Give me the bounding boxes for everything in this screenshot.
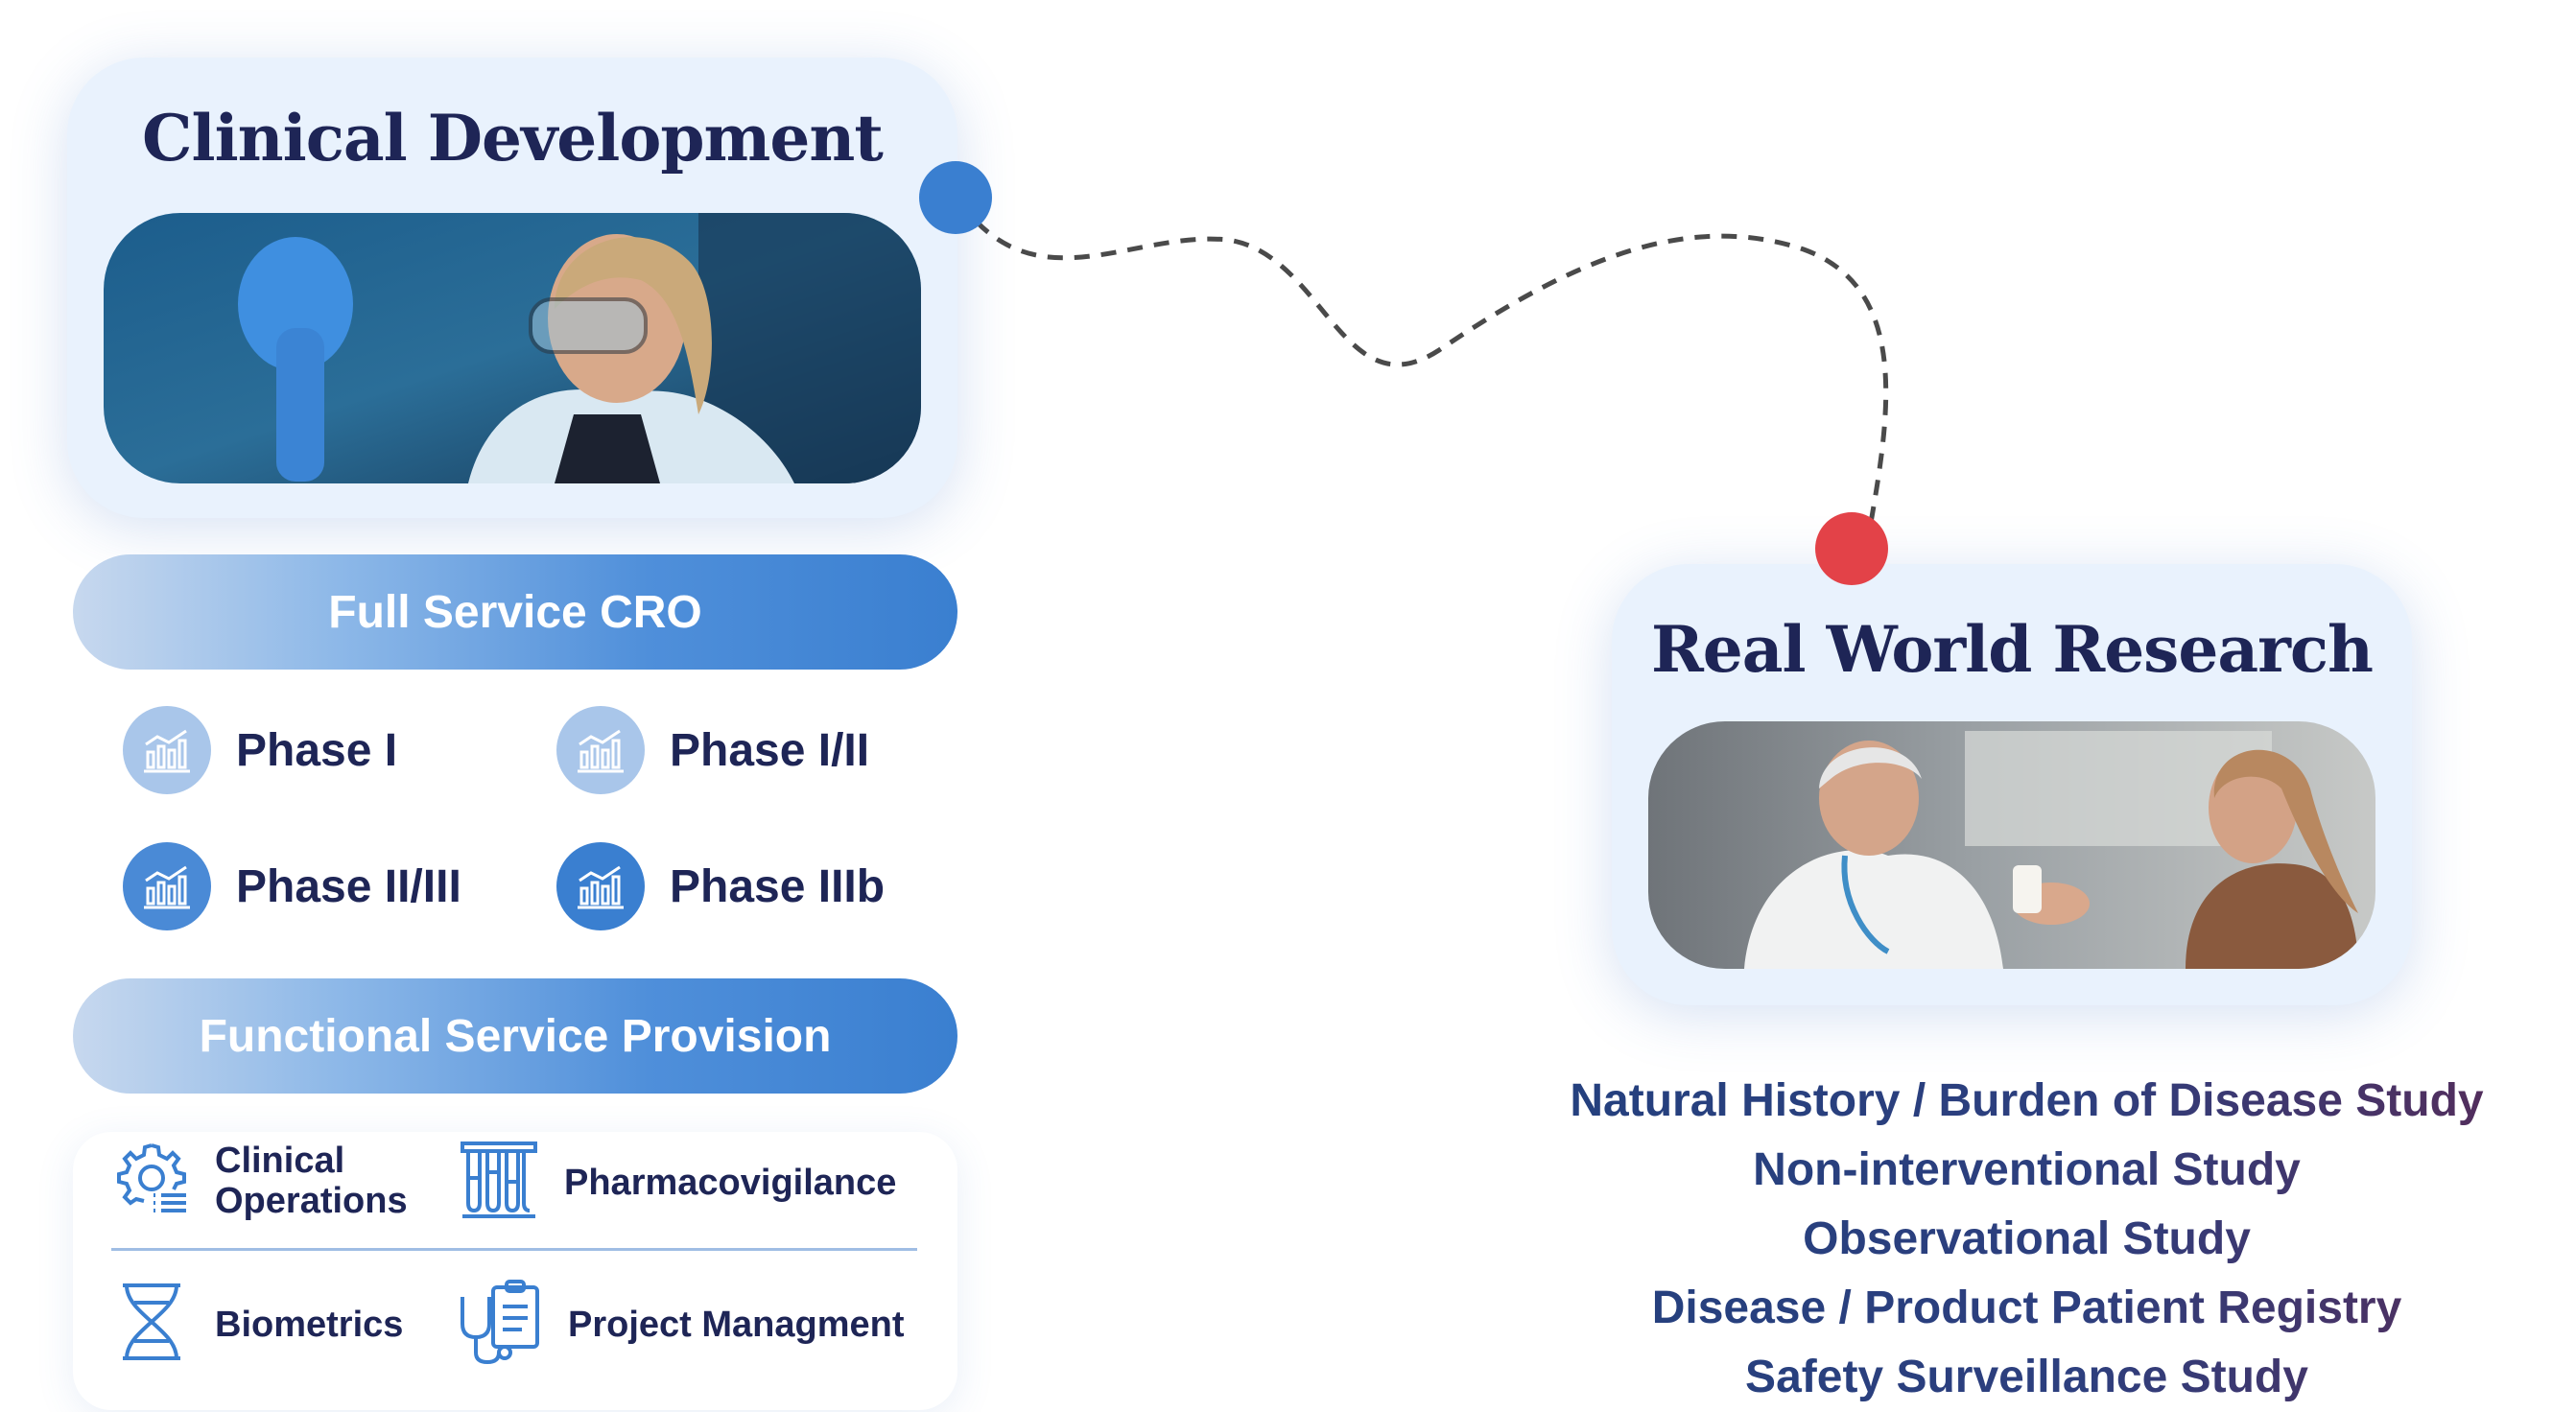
phase-label: Phase I xyxy=(236,724,398,776)
functional-services-panel xyxy=(73,1132,957,1410)
service-project-management: Project Managment xyxy=(455,1278,905,1371)
phase-label: Phase II/III xyxy=(236,860,461,912)
service-clinical-operations: Clinical Operations xyxy=(113,1140,416,1221)
clinical-development-title: Clinical Development xyxy=(142,101,884,176)
stethoscope-clipboard-icon xyxy=(455,1278,543,1371)
service-label: Pharmacovigilance xyxy=(564,1162,897,1203)
clinical-development-card: Clinical Development xyxy=(67,58,957,518)
chart-growth-icon xyxy=(123,842,211,930)
phase-item-2: Phase I/II xyxy=(556,706,869,794)
service-pharmacovigilance: Pharmacovigilance xyxy=(459,1140,896,1225)
test-tubes-icon xyxy=(459,1140,539,1225)
real-world-research-title: Real World Research xyxy=(1650,612,2374,687)
functional-service-provision-banner: Functional Service Provision xyxy=(73,978,957,1094)
service-biometrics: Biometrics xyxy=(113,1282,403,1367)
start-node-dot xyxy=(919,161,992,234)
phase-item-4: Phase IIIb xyxy=(556,842,885,930)
phase-label: Phase IIIb xyxy=(670,860,886,912)
study-item: Observational Study xyxy=(1477,1205,2576,1274)
service-label: Project Managment xyxy=(568,1304,905,1345)
service-label: Clinical Operations xyxy=(215,1140,408,1221)
chart-growth-icon xyxy=(556,842,645,930)
gear-list-icon xyxy=(113,1140,190,1221)
lab-scientist-photo xyxy=(104,213,921,483)
phase-label: Phase I/II xyxy=(670,724,870,776)
phase-item-3: Phase II/III xyxy=(123,842,461,930)
dna-icon xyxy=(113,1282,190,1367)
study-item: Non-interventional Study xyxy=(1477,1136,2576,1205)
chart-growth-icon xyxy=(556,706,645,794)
real-world-research-card: Real World Research xyxy=(1612,564,2412,1005)
chart-growth-icon xyxy=(123,706,211,794)
full-service-cro-banner: Full Service CRO xyxy=(73,554,957,670)
study-list: Natural History / Burden of Disease Stud… xyxy=(1477,1067,2576,1412)
phase-item-1: Phase I xyxy=(123,706,397,794)
service-divider xyxy=(111,1248,917,1251)
end-node-dot xyxy=(1815,512,1888,585)
study-item: Safety Surveillance Study xyxy=(1477,1343,2576,1412)
study-item: Natural History / Burden of Disease Stud… xyxy=(1477,1067,2576,1136)
study-item: Disease / Product Patient Registry xyxy=(1477,1274,2576,1343)
service-label: Biometrics xyxy=(215,1304,404,1345)
doctor-patient-photo xyxy=(1648,721,2375,969)
